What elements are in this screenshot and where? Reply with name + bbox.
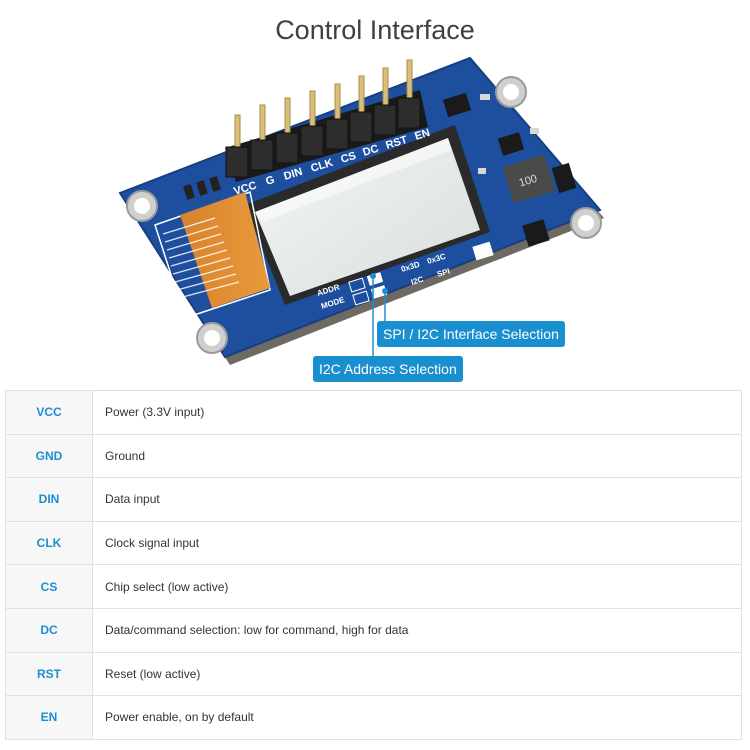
table-row: RST Reset (low active) [5,651,742,697]
i2c-address-selection-callout: I2C Address Selection [313,356,463,382]
pin-description: Power (3.3V input) [92,390,742,435]
pin-name: RST [5,651,93,697]
pin-label-din: DIN [282,166,304,183]
pin-label-g: G [264,174,276,188]
table-row: DC Data/command selection: low for comma… [5,607,742,653]
pin-label-en: EN [413,127,431,143]
pin-name: DC [5,607,93,653]
pin-description: Chip select (low active) [92,564,742,609]
pin-description: Reset (low active) [92,651,742,697]
jumper-pads [348,241,494,306]
pin-description: Data/command selection: low for command,… [92,607,742,653]
pin-name: GND [5,433,93,479]
inductor-label: 100 [518,173,539,190]
table-row: CLK Clock signal input [5,520,742,566]
table-row: DIN Data input [5,477,742,522]
svg-text:I2C: I2C [410,275,425,287]
pin-description: Power enable, on by default [92,695,742,740]
pin-description: Data input [92,477,742,522]
spi-i2c-selection-callout: SPI / I2C Interface Selection [377,321,565,347]
pin-description-table: VCC Power (3.3V input) GND Ground DIN Da… [5,390,742,740]
pin-name: CLK [5,520,93,566]
pin-description: Ground [92,433,742,479]
table-row: EN Power enable, on by default [5,695,742,740]
pin-name: EN [5,695,93,740]
pin-name: VCC [5,390,93,435]
mounting-holes [126,76,602,354]
table-row: CS Chip select (low active) [5,564,742,609]
display-screen [255,138,480,296]
table-row: VCC Power (3.3V input) [5,390,742,435]
pin-label-cs: CS [339,150,357,166]
inductor: 100 [503,155,555,203]
pin-header [225,59,428,182]
pin-description: Clock signal input [92,520,742,566]
svg-text:SPI: SPI [436,267,451,279]
oled-module-illustration: VCC G DIN CLK CS DC RST EN 100 ADDR MODE… [118,56,604,365]
smd-components [183,92,577,247]
pin-name: DIN [5,477,93,522]
page-title: Control Interface [275,15,475,45]
pin-name: CS [5,564,93,609]
pin-label-dc: DC [361,143,380,159]
table-row: GND Ground [5,433,742,479]
